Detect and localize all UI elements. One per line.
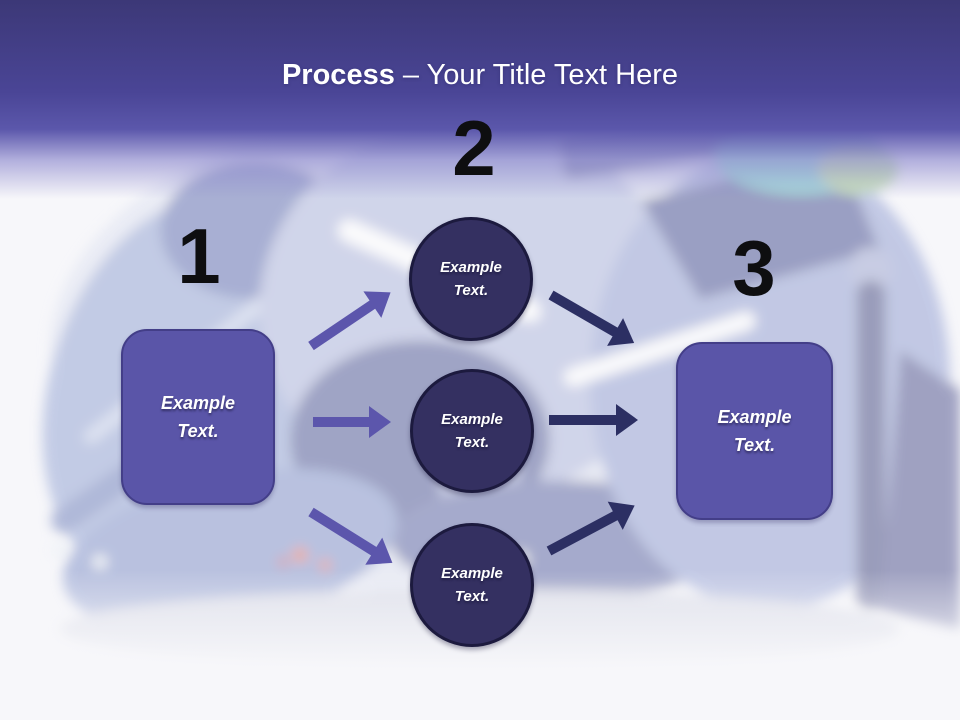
step-number-2: 2 <box>452 104 495 192</box>
arrow-head <box>607 491 643 530</box>
arrow-shaft <box>549 415 618 425</box>
process-circle-3: Example Text. <box>410 523 534 647</box>
flow-arrow-right-middle <box>549 403 638 437</box>
slide-title-rest: – Your Title Text Here <box>394 59 679 91</box>
arrow-shaft <box>546 510 620 556</box>
process-box-right: Example Text. <box>676 342 833 520</box>
step-number-3: 3 <box>732 224 775 312</box>
flow-arrow-left-bottom <box>302 498 401 578</box>
arrow-shaft <box>308 299 377 351</box>
arrow-shaft <box>308 507 379 557</box>
flow-arrow-right-top <box>543 280 643 357</box>
process-box-right-label: Example Text. <box>717 407 792 455</box>
title-banner: Process – Your Title Text Here <box>0 0 960 205</box>
arrow-shaft <box>548 290 620 338</box>
arrow-head <box>616 404 638 436</box>
process-circle-1: Example Text. <box>409 217 533 341</box>
arrow-head <box>369 406 391 438</box>
process-circle-3-label: Example Text. <box>441 565 503 605</box>
process-circle-2: Example Text. <box>410 369 534 493</box>
step-number-1: 1 <box>177 212 220 300</box>
arrow-shaft <box>313 417 371 427</box>
process-circle-2-label: Example Text. <box>441 411 503 451</box>
process-box-left: Example Text. <box>121 329 275 505</box>
flow-arrow-left-top <box>301 278 400 360</box>
process-box-left-label: Example Text. <box>160 393 236 441</box>
process-circle-1-label: Example Text. <box>440 259 502 299</box>
flow-arrow-right-bottom <box>541 490 643 566</box>
slide-title-emphasis: Process <box>281 59 395 91</box>
flow-arrow-left-middle <box>313 405 391 439</box>
slide-title: Process – Your Title Text Here <box>0 55 960 95</box>
